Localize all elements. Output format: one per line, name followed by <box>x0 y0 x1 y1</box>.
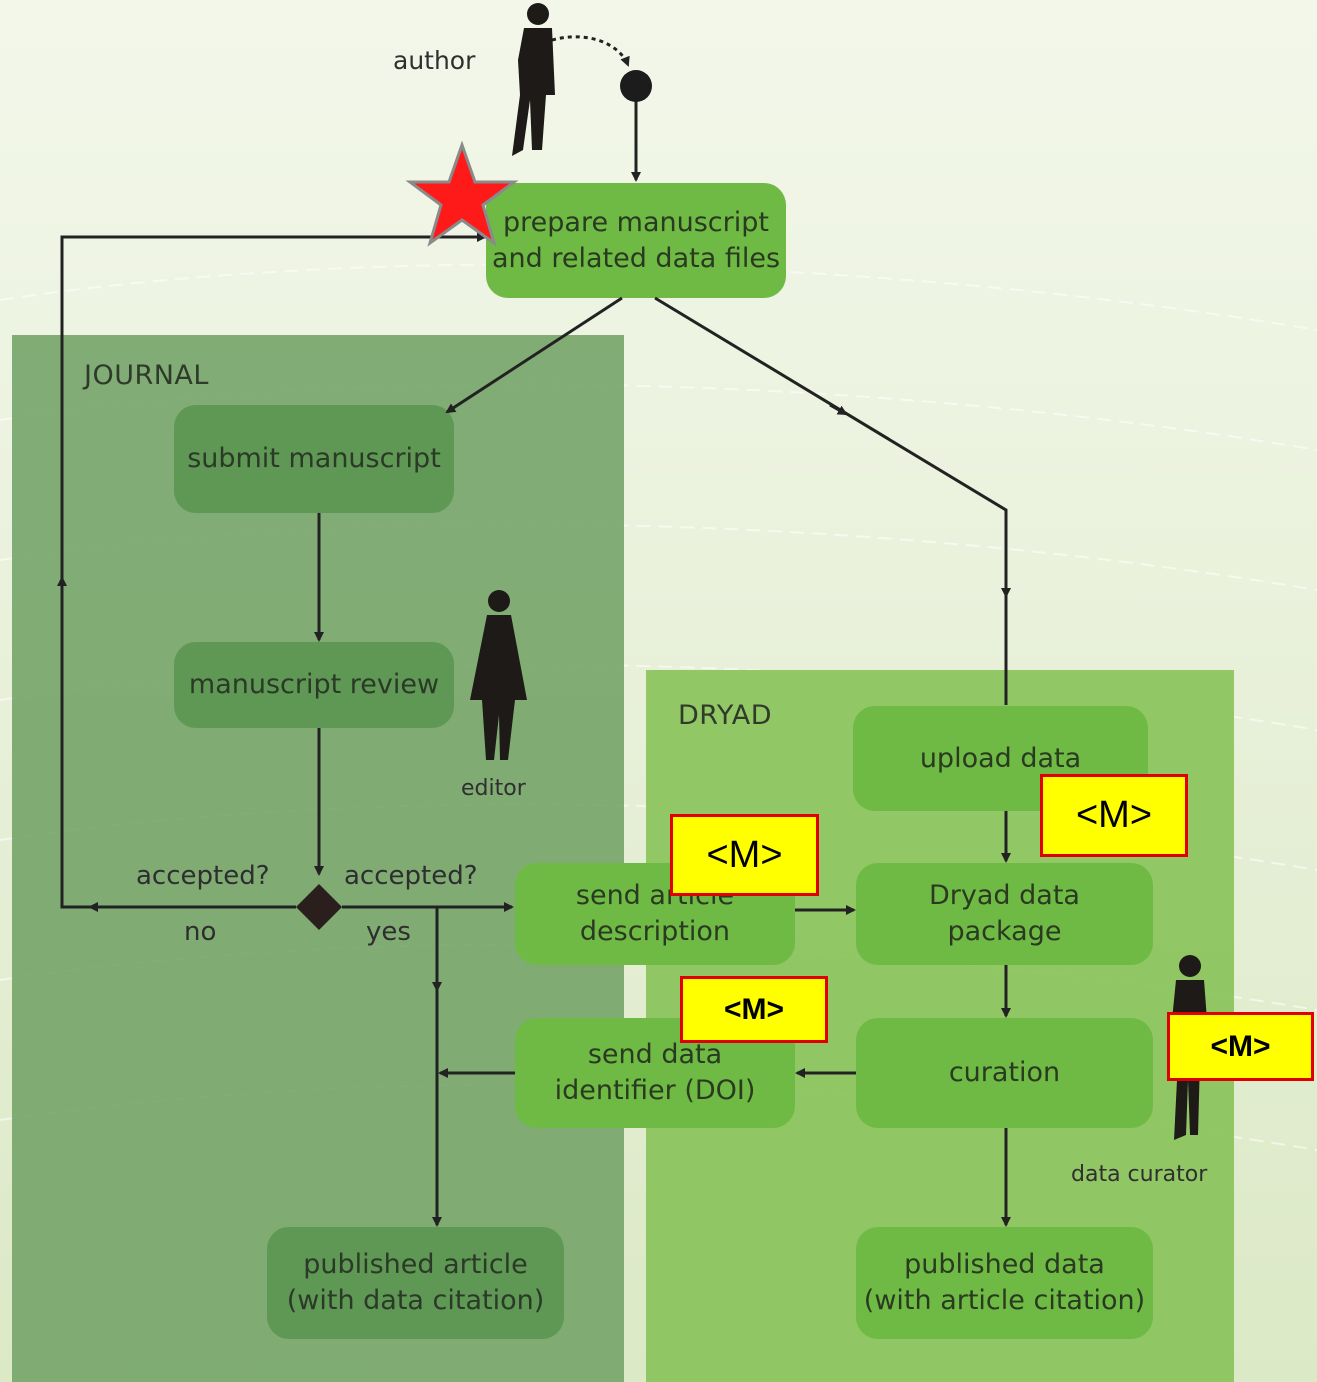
author-dotted-arc <box>551 35 630 67</box>
decision-question-left: accepted? <box>136 861 270 891</box>
node-dryad-data-package: Dryad data package <box>856 863 1153 965</box>
marker-badge-2: <M> <box>670 814 819 896</box>
journal-lane-label: JOURNAL <box>84 360 209 391</box>
node-published-data: published data (with article citation) <box>856 1227 1153 1339</box>
decision-question-right: accepted? <box>344 861 478 891</box>
author-figure-icon <box>512 3 555 156</box>
decision-yes-label: yes <box>366 917 411 947</box>
marker-badge-4: <M> <box>1167 1012 1314 1081</box>
actor-data-curator-label: data curator <box>1071 1162 1208 1187</box>
editor-figure-icon <box>470 590 527 760</box>
arrow-prepare-to-upload <box>654 296 1008 705</box>
decision-diamond <box>296 884 342 930</box>
start-node <box>620 70 652 102</box>
decision-no-label: no <box>184 917 217 947</box>
actor-editor-label: editor <box>461 776 526 801</box>
marker-badge-3: <M> <box>680 976 828 1043</box>
arrow-decision-no <box>60 235 485 909</box>
node-prepare-manuscript: prepare manuscript and related data file… <box>486 183 786 298</box>
arrow-prepare-to-submit <box>445 296 623 414</box>
star-icon <box>405 140 519 247</box>
node-published-article: published article (with data citation) <box>267 1227 564 1339</box>
dryad-lane-label: DRYAD <box>678 700 772 731</box>
node-submit-manuscript: submit manuscript <box>174 405 454 513</box>
actor-author-label: author <box>393 46 476 75</box>
node-manuscript-review: manuscript review <box>174 642 454 728</box>
marker-badge-1: <M> <box>1040 774 1188 857</box>
node-curation: curation <box>856 1018 1153 1128</box>
node-send-article-description: send article description <box>515 863 795 965</box>
